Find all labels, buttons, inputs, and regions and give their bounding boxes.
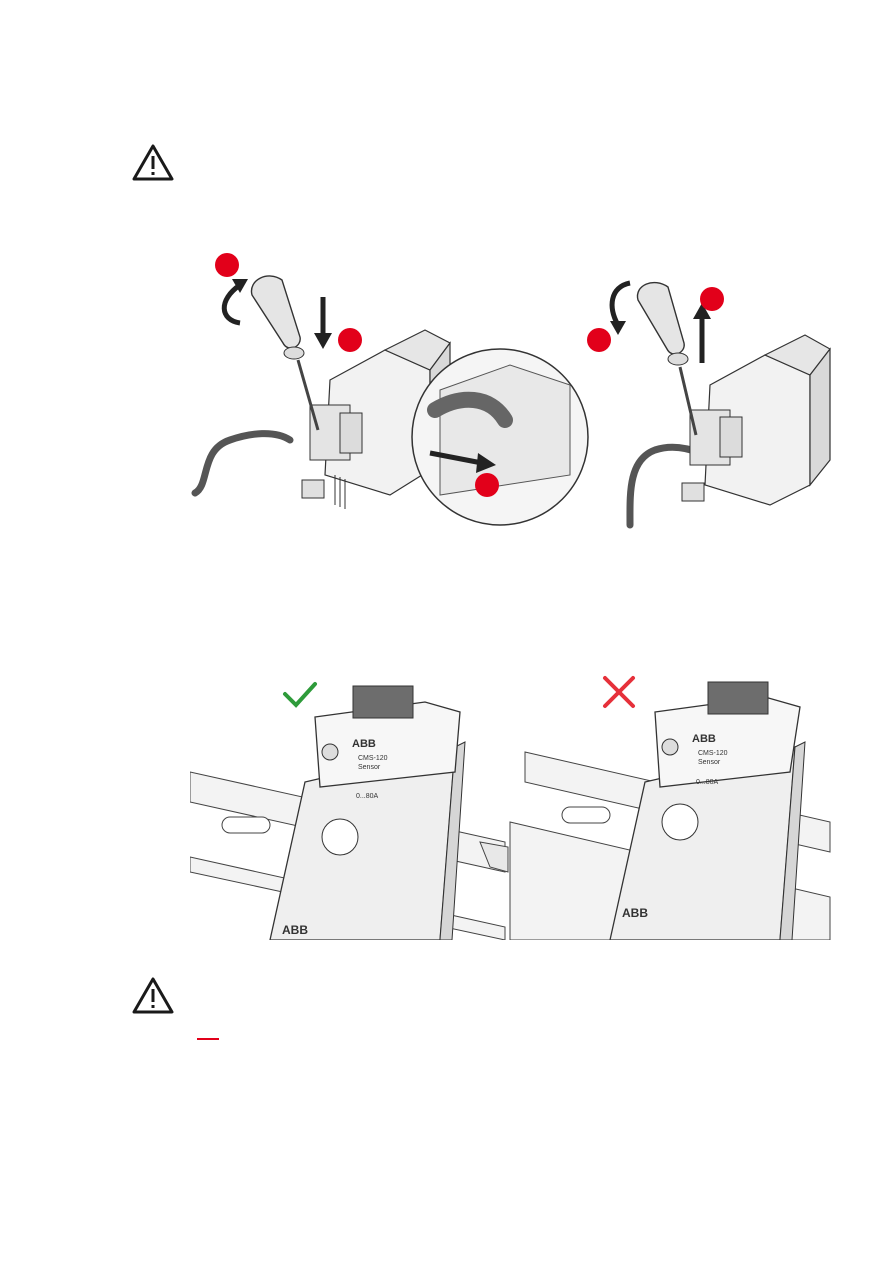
cross-mark-icon [603,676,635,708]
rail-brand-label: ABB [282,923,308,937]
terminal-block-device-right [681,334,831,506]
wiring-illustration [191,253,831,529]
sensor-label: Sensor [358,764,381,771]
sensor-correct: ABB CMS-120 Sensor 0...80A ABB [269,685,466,940]
step-marker [475,473,499,497]
rail-brand-label: ABB [622,906,648,920]
step-marker [587,328,611,352]
sensor-label: Sensor [698,759,721,766]
magnified-detail [411,348,589,526]
step-marker [215,253,239,277]
range-label: 0...80A [356,793,379,800]
range-label: 0...80A [696,779,719,786]
model-label: CMS-120 [358,755,388,762]
brand-label: ABB [692,733,716,745]
sensor-incorrect: ABB CMS-120 Sensor 0...80A ABB [609,681,806,940]
screwdriver-right [636,282,698,436]
model-label: CMS-120 [698,750,728,757]
step-marker [700,287,724,311]
mounting-illustration: ABB CMS-120 Sensor 0...80A ABB ABB CMS-1… [190,676,831,940]
accent-rule [197,1038,219,1040]
brand-label: ABB [352,738,376,750]
warning-triangle-icon [132,144,174,181]
check-mark-icon [283,682,317,708]
step-marker [338,328,362,352]
screwdriver-left [250,275,320,431]
warning-triangle-icon [132,977,174,1014]
